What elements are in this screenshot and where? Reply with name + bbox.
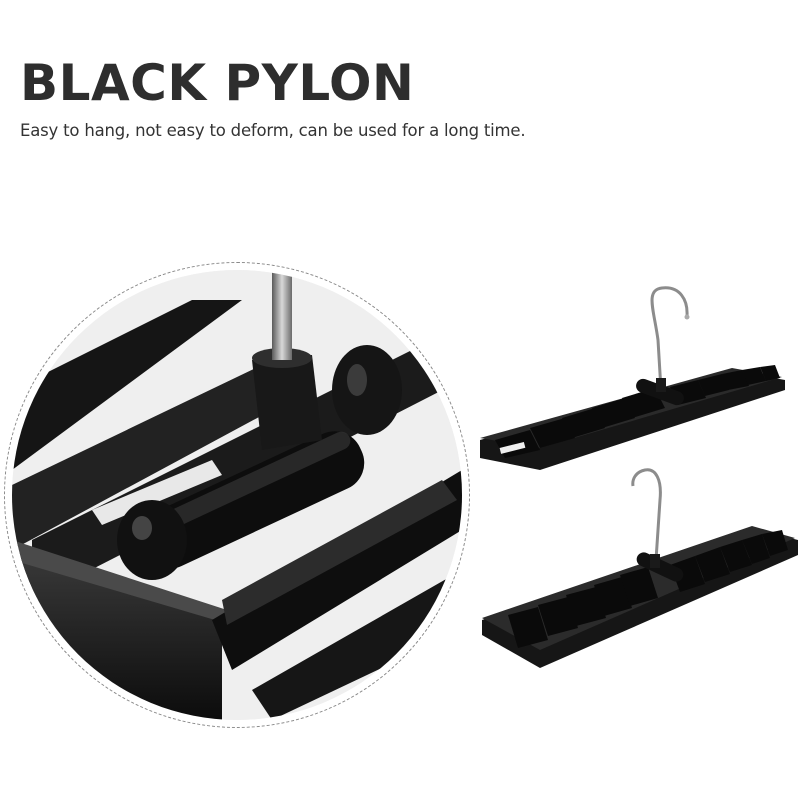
page-title: BLACK PYLON	[20, 54, 415, 112]
hanger-closeup-illustration	[12, 270, 462, 720]
closeup-dashed-frame	[4, 262, 470, 728]
page-subtitle: Easy to hang, not easy to deform, can be…	[20, 121, 526, 140]
tie-rack-hanger-illustration-bottom	[482, 468, 798, 668]
closeup-image	[12, 270, 462, 720]
tie-rack-hanger-illustration-top	[480, 286, 785, 470]
hanger-image-bottom	[470, 460, 800, 684]
hanger-image-top	[470, 280, 800, 484]
